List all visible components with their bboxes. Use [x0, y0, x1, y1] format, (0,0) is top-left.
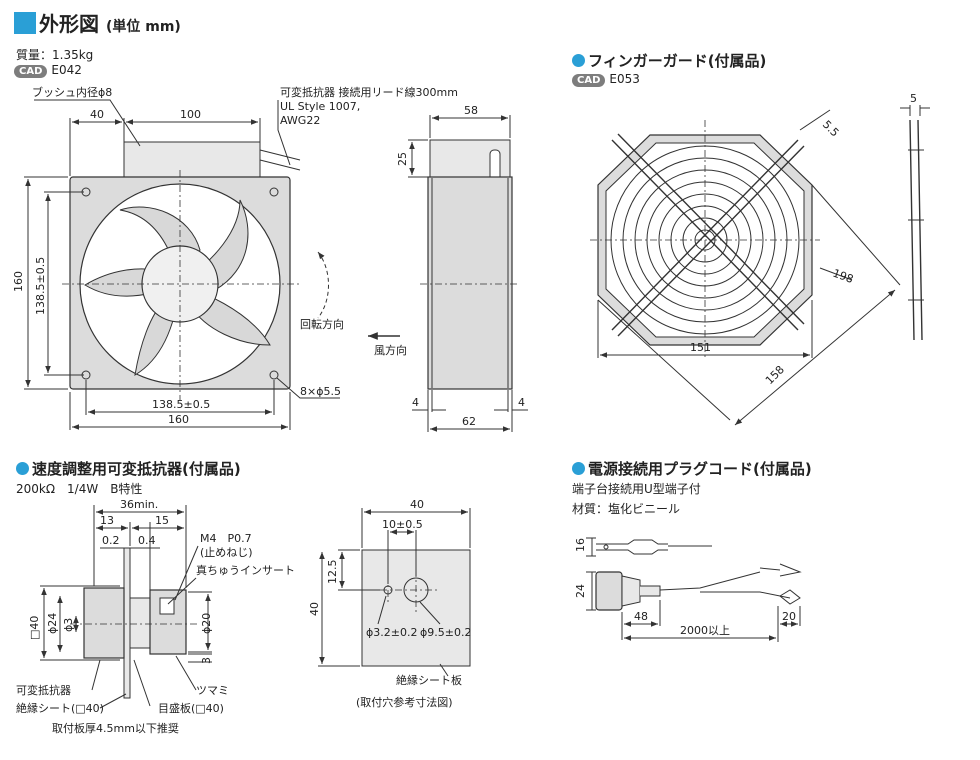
bullet-icon: [16, 462, 29, 475]
sheet-plate-label: 絶縁シート板: [396, 673, 462, 687]
side-frame: [427, 176, 513, 390]
dim-100: 100: [180, 108, 201, 121]
side-dim-62: 62: [462, 415, 476, 428]
fan-centerlines: [62, 170, 300, 400]
u-terminal-top: [759, 563, 802, 577]
hole-dim-40w: 40: [410, 498, 424, 511]
dim-1385-vertical: 138.5±0.5: [34, 257, 47, 315]
page-title: 外形図 (単位 mm): [14, 8, 181, 37]
resistor-body: [83, 587, 125, 659]
hole-dim-9-5: ϕ9.5±0.2: [420, 626, 471, 639]
fan-cad-code: E042: [51, 63, 82, 77]
guard-dim-5-5: 5.5: [820, 118, 842, 140]
plug-dim-16: 16: [574, 538, 587, 552]
side-dim-58: 58: [464, 104, 478, 117]
fan-front-view: 40 100 ブッシュ内径ϕ8 可変抵抗器 接続用リード線300mm UL St…: [12, 85, 458, 430]
plug-desc: 端子台接続用U型端子付: [572, 482, 701, 496]
plug-dim-24: 24: [574, 584, 587, 598]
guard-title: フィンガーガード(付属品): [572, 50, 766, 71]
resistor-title: 速度調整用可変抵抗器(付属品): [16, 458, 241, 479]
cad-badge: CAD: [14, 65, 48, 78]
airflow-label: 風方向: [374, 343, 407, 357]
finger-guard-front: 151 158 198 5.5: [590, 109, 901, 426]
dim-40: 40: [90, 108, 104, 121]
power-cord: [659, 571, 791, 599]
side-dim-25: 25: [396, 152, 409, 166]
hole-reference-drawing: 40 10±0.5 12.5 40 ϕ3.2±0.2 ϕ9.5±0.2 絶縁シー…: [308, 498, 471, 709]
awg-note: AWG22: [280, 114, 320, 127]
resistor-spec: 200kΩ 1/4W B特性: [16, 482, 143, 496]
large-plug-head: [595, 571, 623, 611]
terminal-box: [123, 141, 261, 179]
bush-label: ブッシュ内径ϕ8: [32, 85, 112, 99]
fan-mass: 質量：1.35kg: [16, 48, 94, 62]
res-dim-20: ϕ20: [200, 613, 213, 634]
res-dim-13: 13: [100, 514, 114, 527]
guard-dim-198: 198: [831, 267, 855, 286]
rotation-arrow: [317, 251, 329, 319]
plug-dim-20: 20: [782, 610, 796, 623]
res-dim-sq40: □40: [28, 616, 41, 640]
hole-dim-12-5: 12.5: [326, 560, 339, 585]
plug-dim-2000: 2000以上: [680, 624, 730, 637]
side-dim-4-right: 4: [518, 396, 525, 409]
guard-dim-151: 151: [690, 341, 711, 354]
fan-side-view: 58 25 62 4 4: [396, 104, 528, 432]
title-square-icon: [14, 12, 36, 34]
res-dim-3b: 3: [200, 657, 213, 664]
dim-160-width: 160: [168, 413, 189, 426]
lead-wire: [259, 149, 301, 171]
scale-plate-label: 目盛板(□40): [158, 701, 224, 715]
plug-dim-48: 48: [634, 610, 648, 623]
insert-label: 真ちゅうインサート: [196, 563, 295, 577]
holes-label: 8×ϕ5.5: [300, 385, 341, 398]
bullet-icon: [572, 54, 585, 67]
hole-dim-10: 10±0.5: [382, 518, 423, 531]
knob-label: ツマミ: [196, 684, 229, 697]
resistor-lead-note: 可変抵抗器 接続用リード線300mm: [280, 85, 458, 99]
small-plug: [596, 539, 668, 555]
side-dim-4-left: 4: [412, 396, 419, 409]
res-dim-36: 36min.: [120, 498, 158, 511]
hole-dim-3-2: ϕ3.2±0.2: [366, 626, 417, 639]
plug-material: 材質：塩化ビニール: [572, 502, 681, 516]
guard-dim-5: 5: [910, 92, 917, 105]
res-dim-3: ϕ3: [62, 618, 75, 632]
dim-1385-horizontal: 138.5±0.5: [152, 398, 210, 411]
res-dim-0-2: 0.2: [102, 534, 120, 547]
res-dim-24: ϕ24: [46, 613, 59, 634]
sheet-label: 絶縁シート(□40): [16, 701, 104, 715]
finger-guard-side: 5: [900, 92, 930, 341]
hole-caption: (取付穴参考寸法図): [356, 695, 453, 709]
res-dim-15: 15: [155, 514, 169, 527]
m4-label: M4 P0.7: [200, 532, 252, 545]
unit-label: (単位 mm): [105, 19, 181, 35]
guard-cad-code: E053: [609, 72, 640, 86]
ul-style-note: UL Style 1007,: [280, 100, 360, 113]
plug-cord-drawing: 16 24 48 20 2000以上: [574, 537, 802, 642]
u-terminal-bottom: [779, 589, 801, 605]
res-dim-0-4: 0.4: [138, 534, 156, 547]
rotation-label: 回転方向: [300, 317, 344, 331]
guard-dim-158: 158: [763, 363, 787, 387]
cad-badge: CAD: [572, 74, 606, 87]
plug-title: 電源接続用プラグコード(付属品): [572, 458, 812, 479]
hole-dim-40h: 40: [308, 602, 321, 616]
mount-plate: [123, 547, 131, 699]
dim-160-height: 160: [12, 271, 25, 292]
mount-note: 取付板厚4.5mm以下推奨: [52, 721, 179, 735]
title-text: 外形図: [39, 12, 99, 36]
bushing: [129, 597, 151, 649]
set-screw-label: (止めねじ): [200, 546, 253, 559]
resistor-drawing: 36min. 13 15 0.2 0.4 M4 P0.7 (止めねじ) 真ちゅう…: [16, 498, 295, 735]
bullet-icon: [572, 462, 585, 475]
resistor-label: 可変抵抗器: [16, 683, 71, 697]
